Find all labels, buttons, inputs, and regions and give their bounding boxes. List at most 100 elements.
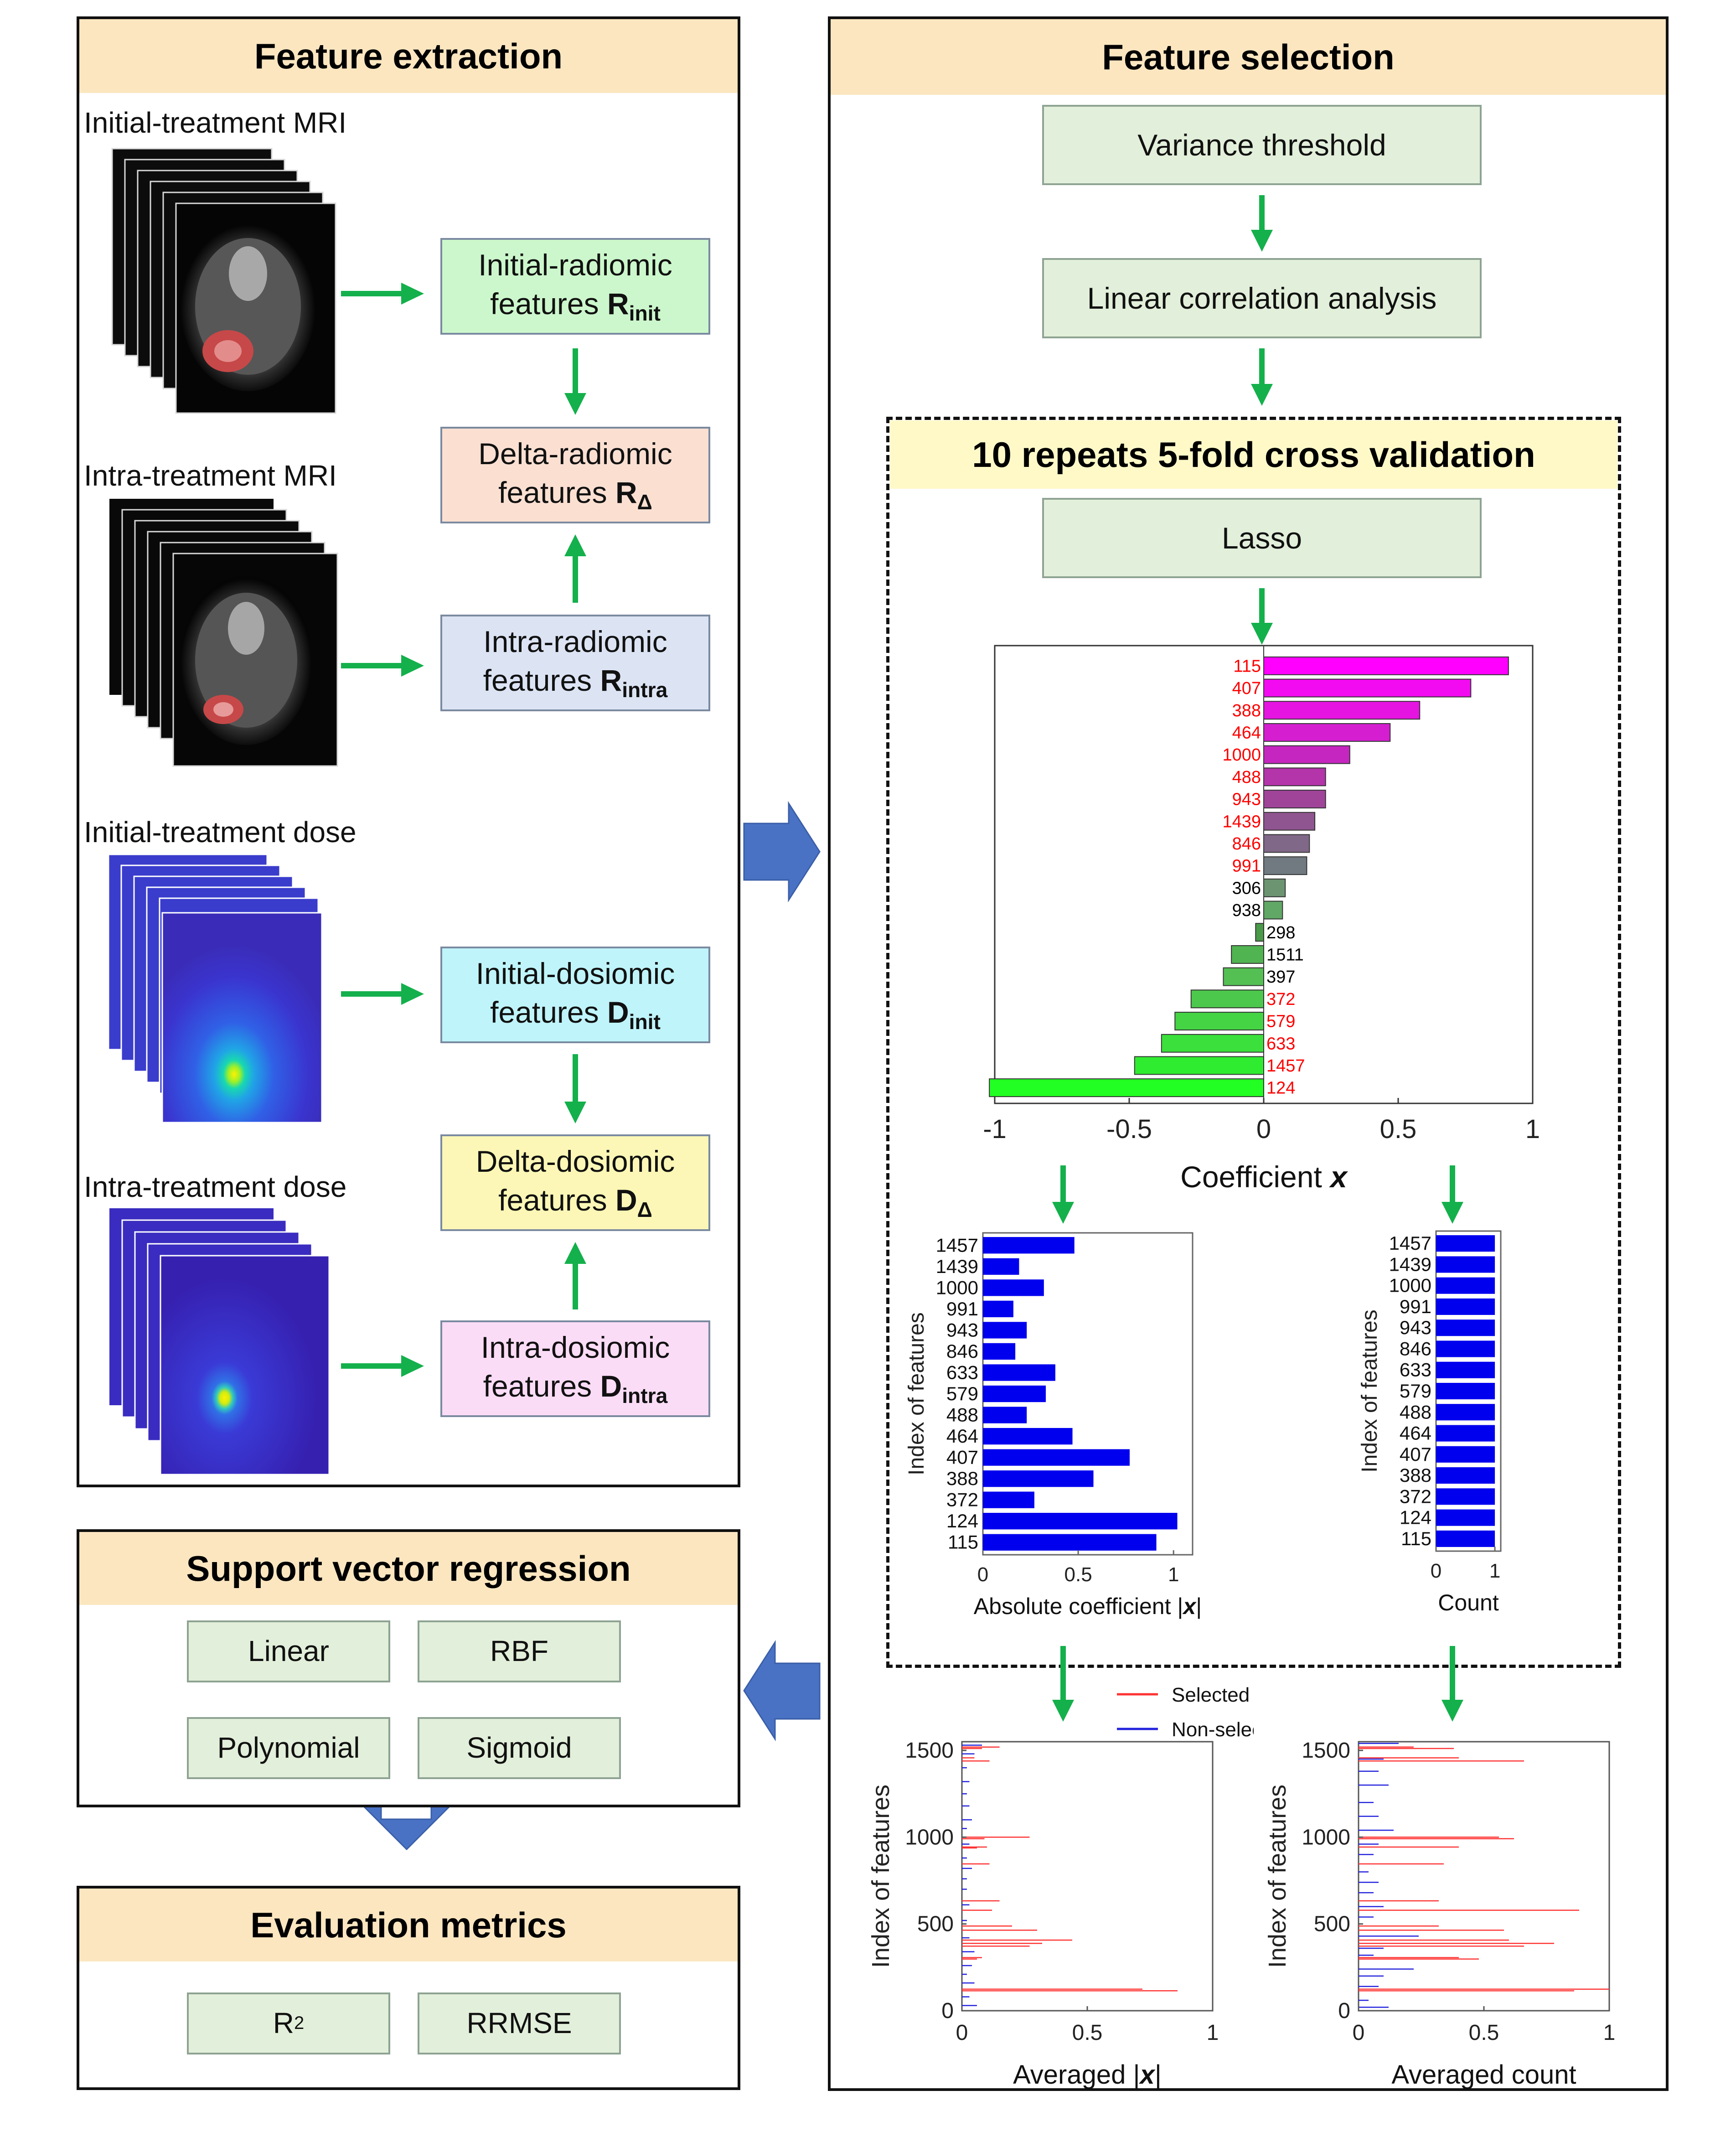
- delta-dosiomic-line2: features: [498, 1183, 607, 1217]
- lasso-feature-label: 633: [1266, 1034, 1295, 1053]
- lasso-feature-label: 1439: [1222, 812, 1261, 831]
- lasso-bar: [1263, 745, 1350, 764]
- cross-validation-title: 10 repeats 5-fold cross validation: [890, 420, 1617, 489]
- index-label: 633: [1400, 1359, 1431, 1381]
- arrow-abs-to-avg: [1052, 1646, 1074, 1722]
- lasso-feature-label: 938: [1232, 901, 1261, 920]
- index-bar: [983, 1279, 1044, 1296]
- lasso-feature-label: 397: [1266, 968, 1295, 987]
- arrow-intra-dosiomic-to-delta: [564, 1242, 586, 1309]
- intra-dosiomic-line2: features: [483, 1369, 592, 1403]
- index-label: 943: [946, 1319, 978, 1340]
- lasso-bar: [1263, 790, 1326, 809]
- initial-radiomic-line2: features: [490, 286, 599, 321]
- index-label: 991: [946, 1298, 978, 1320]
- intra-radiomic-line2: features: [483, 663, 592, 697]
- index-label: 846: [1400, 1338, 1431, 1359]
- index-label: 579: [1400, 1380, 1431, 1402]
- y-tick-label: 0: [1338, 1999, 1350, 2023]
- initial-mri-label: Initial-treatment MRI: [84, 106, 347, 139]
- x-tick-label: 0: [1353, 2021, 1365, 2045]
- intra-dosiomic-subscript: intra: [622, 1383, 668, 1408]
- index-bar: [1436, 1340, 1495, 1357]
- intra-dosiomic-line1: Intra-dosiomic: [480, 1330, 670, 1365]
- evaluation-title: Evaluation metrics: [79, 1889, 738, 1961]
- index-label: 1439: [936, 1256, 978, 1277]
- delta-radiomic-line2: features: [498, 475, 607, 509]
- arrow-init-dosiomic-to-delta: [564, 1054, 586, 1123]
- arrow-correlation-to-cv: [1251, 348, 1273, 406]
- x-axis-label: Count: [1438, 1590, 1499, 1615]
- lasso-bar: [1263, 856, 1307, 875]
- lasso-feature-label: 1000: [1222, 745, 1261, 765]
- index-bar: [1436, 1530, 1495, 1547]
- x-tick-label: 1: [1207, 2021, 1219, 2045]
- index-label: 115: [1401, 1528, 1431, 1549]
- lasso-bar: [1263, 678, 1472, 698]
- initial-dosiomic-subscript: init: [629, 1009, 661, 1034]
- kernel-sigmoid: Sigmoid: [418, 1717, 621, 1779]
- lasso-feature-label: 298: [1266, 923, 1295, 942]
- lasso-bar: [1255, 923, 1264, 942]
- index-bar: [983, 1385, 1046, 1402]
- lasso-bar: [1263, 812, 1316, 831]
- index-label: 943: [1400, 1317, 1431, 1338]
- index-label: 464: [1400, 1423, 1431, 1444]
- x-tick-label: -1: [983, 1114, 1007, 1144]
- index-bar: [983, 1428, 1073, 1445]
- intra-radiomic-box: Intra-radiomic features Rintra: [440, 615, 710, 711]
- index-bar: [983, 1491, 1034, 1508]
- arrow-mri-intra-to-radiomic: [341, 655, 424, 677]
- index-bar: [1436, 1320, 1495, 1336]
- arrow-variance-to-correlation: [1251, 195, 1273, 252]
- index-bar: [1436, 1446, 1495, 1463]
- index-label: 124: [946, 1510, 978, 1532]
- y-tick-label: 1500: [905, 1739, 954, 1763]
- index-bar: [1436, 1488, 1495, 1505]
- arrow-dose-init-to-dosiomic: [341, 983, 424, 1005]
- intra-dose-stack: [109, 1208, 330, 1475]
- index-bar: [1436, 1361, 1495, 1378]
- intra-dosiomic-box: Intra-dosiomic features Dintra: [440, 1320, 710, 1417]
- index-bar: [1436, 1382, 1495, 1400]
- x-tick-label: 0: [1256, 1114, 1271, 1144]
- lasso-feature-label: 124: [1266, 1079, 1295, 1098]
- intra-mri-stack: [109, 499, 338, 767]
- index-bar: [983, 1513, 1178, 1530]
- y-axis-label: Index of features: [1358, 1309, 1382, 1473]
- arrow-chart-to-abs: [1052, 1165, 1074, 1224]
- legend-label: Selected features: [1172, 1684, 1254, 1706]
- x-tick-label: 0: [1431, 1560, 1442, 1582]
- delta-dosiomic-symbol: D: [615, 1183, 637, 1217]
- x-tick-label: 1: [1603, 2021, 1616, 2045]
- index-bar: [983, 1237, 1075, 1254]
- variance-threshold-box: Variance threshold: [1042, 105, 1482, 185]
- index-bar: [983, 1343, 1016, 1360]
- lasso-bar: [1263, 656, 1509, 675]
- legend-label: Non-selected features: [1172, 1718, 1254, 1741]
- lasso-feature-label: 1511: [1266, 945, 1304, 964]
- x-tick-label: -0.5: [1106, 1114, 1152, 1144]
- delta-radiomic-symbol: R: [615, 475, 637, 509]
- y-axis-label: Index of features: [867, 1785, 894, 1968]
- index-label: 1457: [936, 1234, 978, 1256]
- initial-dosiomic-line2: features: [490, 995, 599, 1029]
- initial-dosiomic-box: Initial-dosiomic features Dinit: [440, 947, 710, 1043]
- index-label: 488: [1400, 1401, 1431, 1423]
- initial-radiomic-subscript: init: [629, 301, 661, 325]
- kernel-rbf: RBF: [418, 1620, 621, 1682]
- index-label: 464: [946, 1425, 978, 1447]
- initial-dosiomic-symbol: D: [607, 995, 629, 1029]
- kernel-polynomial: Polynomial: [187, 1717, 390, 1779]
- lasso-feature-label: 372: [1266, 990, 1295, 1009]
- lasso-feature-label: 1457: [1266, 1056, 1305, 1076]
- arrow-to-selection: [743, 801, 821, 903]
- x-axis-label: Averaged |x|: [1013, 2060, 1162, 2090]
- count-chart: 1457143910009919438466335794884644073883…: [1358, 1230, 1502, 1615]
- initial-radiomic-box: Initial-radiomic features Rinit: [440, 238, 710, 335]
- index-bar: [983, 1449, 1130, 1466]
- index-bar: [983, 1534, 1157, 1551]
- feature-extraction-title: Feature extraction: [79, 19, 738, 93]
